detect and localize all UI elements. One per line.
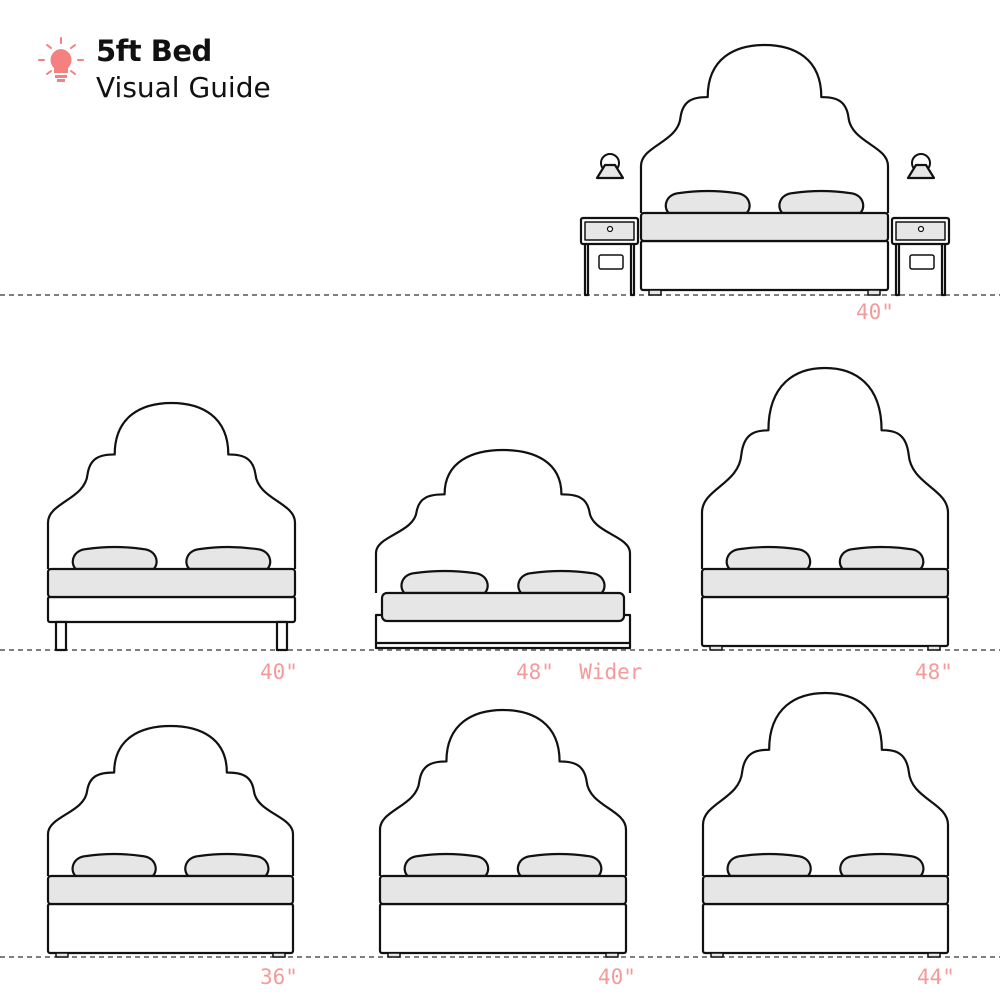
mattress bbox=[639, 211, 890, 243]
headboard bbox=[701, 691, 950, 876]
pillow bbox=[725, 545, 812, 571]
nightstand-leg bbox=[629, 236, 636, 297]
bed-top bbox=[639, 43, 890, 296]
lightbulb-icon bbox=[38, 37, 84, 82]
pillow bbox=[185, 545, 272, 571]
nightstand-leg bbox=[940, 236, 947, 297]
pillow bbox=[778, 189, 865, 215]
bed-foot bbox=[648, 289, 662, 296]
bed-base bbox=[639, 239, 890, 292]
mattress bbox=[701, 874, 950, 906]
pillow bbox=[71, 852, 157, 878]
mattress bbox=[700, 567, 950, 599]
pillow bbox=[71, 545, 158, 571]
bed-foot bbox=[867, 289, 881, 296]
headboard bbox=[700, 366, 950, 569]
drawer-knob bbox=[606, 225, 614, 233]
bed-foot bbox=[605, 952, 619, 958]
bed-foot bbox=[710, 952, 724, 958]
pillow bbox=[516, 852, 603, 878]
bed-foot bbox=[55, 952, 69, 958]
bed-base bbox=[701, 902, 950, 955]
drawer-knob bbox=[917, 225, 925, 233]
bed-leg bbox=[275, 620, 289, 652]
bed-foot bbox=[709, 645, 723, 651]
pillow bbox=[517, 569, 606, 595]
nightstand-right bbox=[890, 153, 951, 297]
pillow bbox=[400, 569, 489, 595]
height-label-top: 40" bbox=[856, 300, 894, 324]
headboard bbox=[374, 448, 632, 593]
bed-base bbox=[700, 595, 950, 648]
headboard bbox=[46, 401, 297, 569]
mattress bbox=[46, 567, 297, 599]
headboard bbox=[639, 43, 890, 213]
bed-row2-b bbox=[374, 448, 632, 650]
mattress bbox=[378, 874, 628, 906]
bed-foot bbox=[927, 645, 941, 651]
height-label-row2-b: 48" Wider bbox=[516, 660, 643, 684]
bed-foot bbox=[387, 952, 401, 958]
bed-row3-c bbox=[701, 691, 950, 958]
nightstand-leg bbox=[894, 236, 901, 297]
wall-lamp-shade bbox=[595, 163, 625, 180]
bed-row3-a bbox=[46, 724, 295, 958]
wall-lamp-shade bbox=[906, 163, 936, 180]
bed-row3-b bbox=[378, 708, 628, 958]
bed-base bbox=[46, 902, 295, 955]
page-title: 5ft Bed bbox=[96, 34, 212, 68]
pillow bbox=[184, 852, 270, 878]
bed-foot bbox=[272, 952, 286, 958]
pillow bbox=[838, 545, 925, 571]
mattress bbox=[380, 591, 626, 623]
mattress bbox=[46, 874, 295, 906]
nightstand-leg bbox=[583, 236, 590, 297]
headboard bbox=[46, 724, 295, 876]
height-label-row3-a: 36" bbox=[260, 965, 298, 989]
pillow bbox=[664, 189, 751, 215]
height-label-row2-c: 48" bbox=[915, 660, 953, 684]
height-label-row3-c: 44" bbox=[917, 965, 955, 989]
bed-leg bbox=[54, 620, 68, 652]
bed-base bbox=[378, 902, 628, 955]
headboard bbox=[378, 708, 628, 876]
bed-base bbox=[46, 595, 297, 624]
bed-row2-c bbox=[700, 366, 950, 651]
page-subtitle: Visual Guide bbox=[96, 71, 271, 104]
power-socket-icon bbox=[598, 254, 624, 270]
pillow bbox=[403, 852, 490, 878]
bed-foot bbox=[927, 952, 941, 958]
nightstand-left bbox=[579, 153, 640, 297]
pillow bbox=[726, 852, 812, 878]
pillow bbox=[839, 852, 925, 878]
height-label-row3-b: 40" bbox=[598, 965, 636, 989]
bed-row2-a bbox=[46, 401, 297, 652]
height-label-row2-a: 40" bbox=[260, 660, 298, 684]
power-socket-icon bbox=[909, 254, 935, 270]
